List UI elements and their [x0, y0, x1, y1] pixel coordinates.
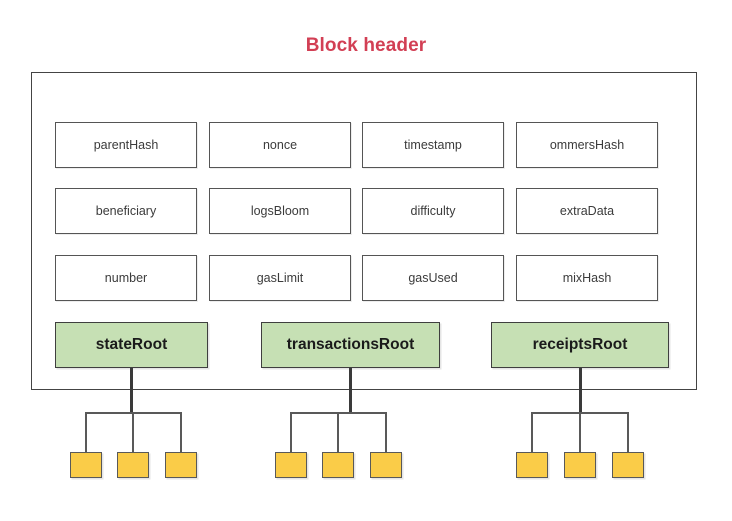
root-box-transactionsroot: transactionsRoot — [261, 322, 440, 368]
header-field-label: beneficiary — [95, 204, 157, 218]
header-field-label: logsBloom — [250, 204, 310, 218]
tree-leaf-line — [531, 412, 533, 452]
tree-leaf-line — [627, 412, 629, 452]
header-field-gasused: gasUsed — [362, 255, 504, 301]
header-field-label: extraData — [559, 204, 615, 218]
header-field-label: number — [104, 271, 148, 285]
tree-leaf-line — [337, 412, 339, 452]
header-field-mixhash: mixHash — [516, 255, 658, 301]
tree-leaf-line — [385, 412, 387, 452]
header-field-difficulty: difficulty — [362, 188, 504, 234]
header-field-number: number — [55, 255, 197, 301]
leaf-node-box — [370, 452, 402, 478]
header-field-label: ommersHash — [549, 138, 625, 152]
root-box-receiptsroot: receiptsRoot — [491, 322, 669, 368]
tree-leaf-line — [132, 412, 134, 452]
leaf-node-box — [322, 452, 354, 478]
leaf-node-box — [564, 452, 596, 478]
header-field-label: gasLimit — [256, 271, 304, 285]
root-box-label: transactionsRoot — [286, 336, 415, 353]
tree-trunk-line — [349, 368, 352, 414]
header-field-label: gasUsed — [408, 271, 458, 285]
root-box-label: receiptsRoot — [532, 336, 628, 353]
header-field-parenthash: parentHash — [55, 122, 197, 168]
tree-trunk-line — [578, 368, 582, 414]
header-field-label: nonce — [262, 138, 298, 152]
header-field-logsbloom: logsBloom — [209, 188, 351, 234]
tree-leaf-line — [579, 412, 581, 452]
page-title: Block header — [305, 35, 427, 56]
leaf-node-box — [70, 452, 102, 478]
header-field-label: parentHash — [93, 138, 159, 152]
header-field-label: timestamp — [404, 138, 462, 152]
header-field-gaslimit: gasLimit — [209, 255, 351, 301]
leaf-node-box — [275, 452, 307, 478]
tree-leaf-line — [290, 412, 292, 452]
header-field-timestamp: timestamp — [362, 122, 504, 168]
root-box-label: stateRoot — [95, 336, 168, 353]
header-field-nonce: nonce — [209, 122, 351, 168]
leaf-node-box — [117, 452, 149, 478]
leaf-node-box — [516, 452, 548, 478]
leaf-node-box — [165, 452, 197, 478]
header-field-label: difficulty — [410, 204, 456, 218]
header-field-beneficiary: beneficiary — [55, 188, 197, 234]
leaf-node-box — [612, 452, 644, 478]
header-field-extradata: extraData — [516, 188, 658, 234]
tree-leaf-line — [180, 412, 182, 452]
root-box-stateroot: stateRoot — [55, 322, 208, 368]
tree-trunk-line — [130, 368, 133, 414]
header-field-label: mixHash — [562, 271, 612, 285]
tree-leaf-line — [85, 412, 87, 452]
header-field-ommershash: ommersHash — [516, 122, 658, 168]
